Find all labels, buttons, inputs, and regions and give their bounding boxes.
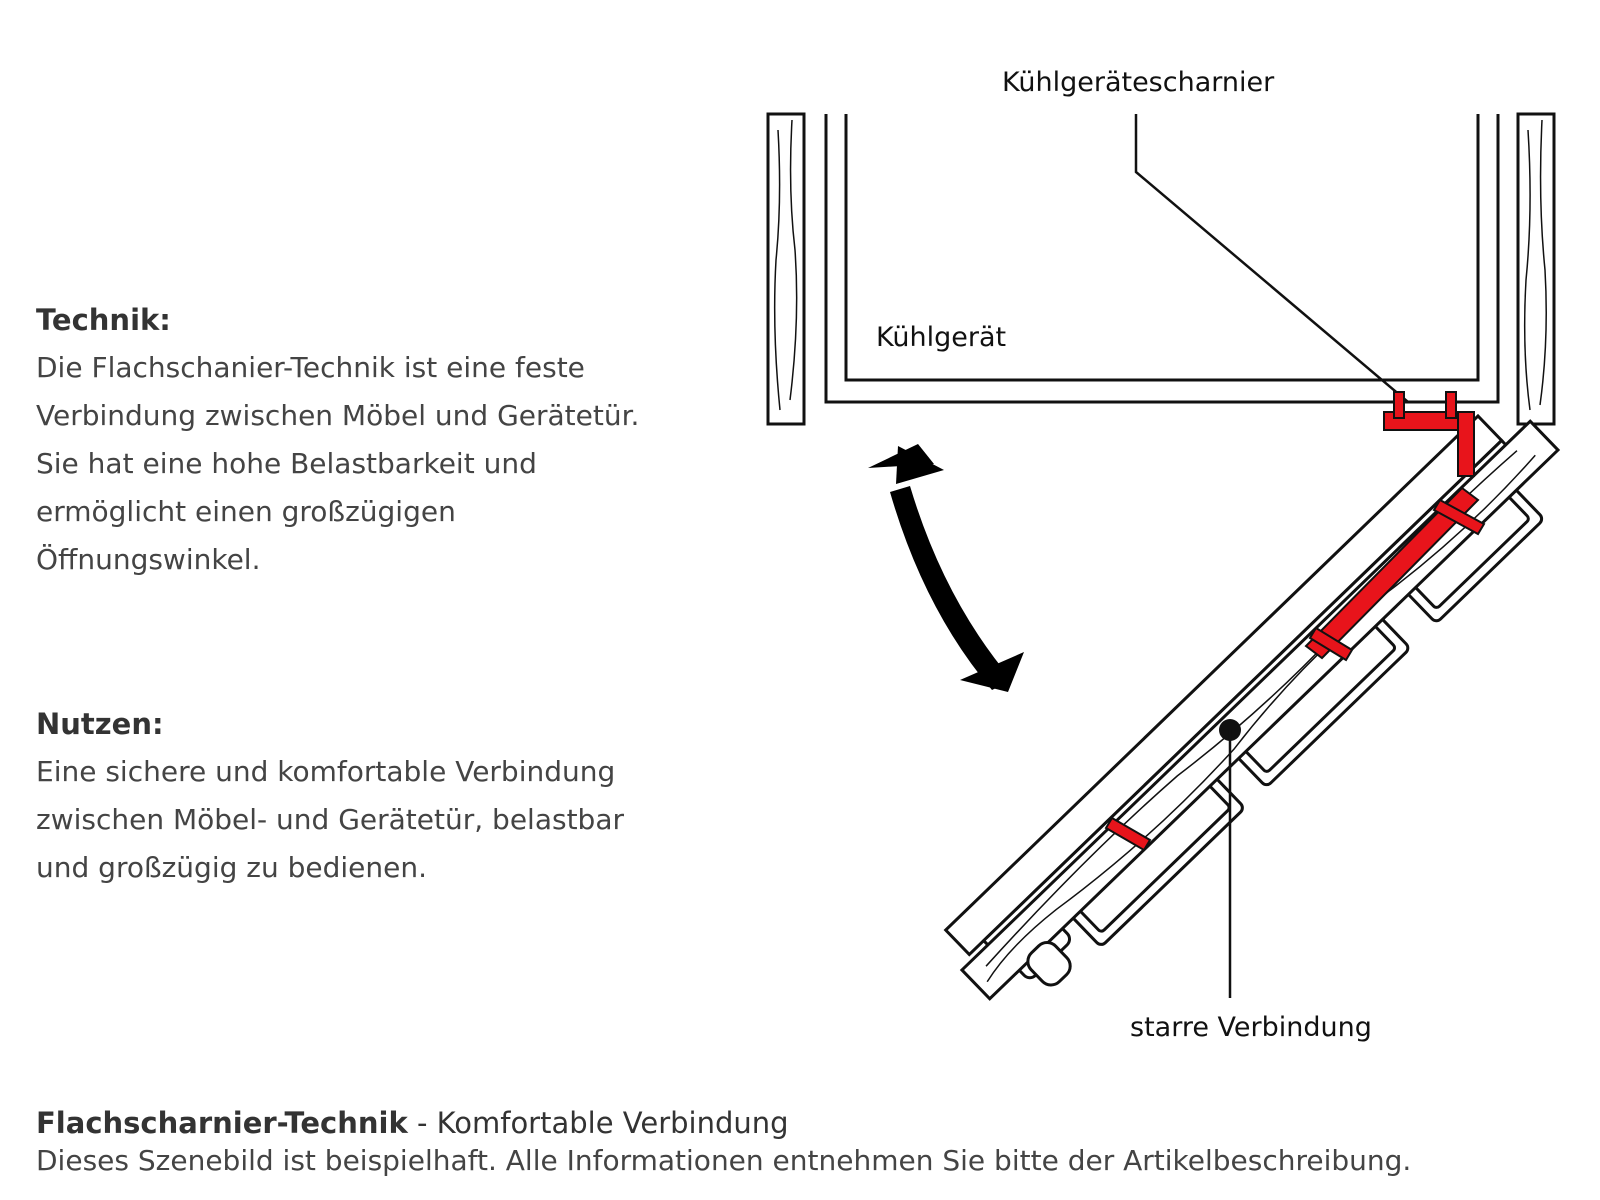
technik-line: Sie hat eine hohe Belastbarkeit und xyxy=(36,447,537,480)
nutzen-line: Eine sichere und komfortable Verbindung xyxy=(36,755,616,788)
caption-title-bold: Flachscharnier-Technik xyxy=(36,1106,408,1140)
caption-title: Flachscharnier-Technik - Komfortable Ver… xyxy=(36,1104,1411,1142)
technik-line: Die Flachschanier-Technik ist eine feste xyxy=(36,351,585,384)
flat-hinge-mechanism xyxy=(1104,391,1486,852)
technik-heading: Technik: xyxy=(36,303,171,337)
hinge-leader-line xyxy=(1134,114,1409,403)
technik-line: Verbindung zwischen Möbel und Gerätetür. xyxy=(36,399,640,432)
furniture-door xyxy=(959,419,1561,1001)
nutzen-section: Nutzen: Eine sichere und komfortable Ver… xyxy=(36,700,624,892)
double-arrow-icon xyxy=(868,444,1024,692)
hinge-label: Kühlgerätescharnier xyxy=(1002,67,1275,98)
caption-disclaimer: Dieses Szenebild ist beispielhaft. Alle … xyxy=(36,1144,1412,1177)
left-cabinet-wall xyxy=(766,112,806,426)
caption: Flachscharnier-Technik - Komfortable Ver… xyxy=(36,1104,1411,1180)
technik-line: ermöglicht einen großzügigen xyxy=(36,495,456,528)
fridge-label: Kühlgerät xyxy=(876,322,1006,353)
caption-title-rest: - Komfortable Verbindung xyxy=(407,1106,789,1140)
rigid-connection-label: starre Verbindung xyxy=(1130,1012,1372,1043)
technik-line: Öffnungswinkel. xyxy=(36,543,261,576)
fridge-body xyxy=(824,114,1500,404)
nutzen-heading: Nutzen: xyxy=(36,707,164,741)
nutzen-line: und großzügig zu bedienen. xyxy=(36,851,428,884)
right-cabinet-wall xyxy=(1516,112,1556,426)
nutzen-line: zwischen Möbel- und Gerätetür, belastbar xyxy=(36,803,624,836)
technik-section: Technik: Die Flachschanier-Technik ist e… xyxy=(36,296,639,584)
